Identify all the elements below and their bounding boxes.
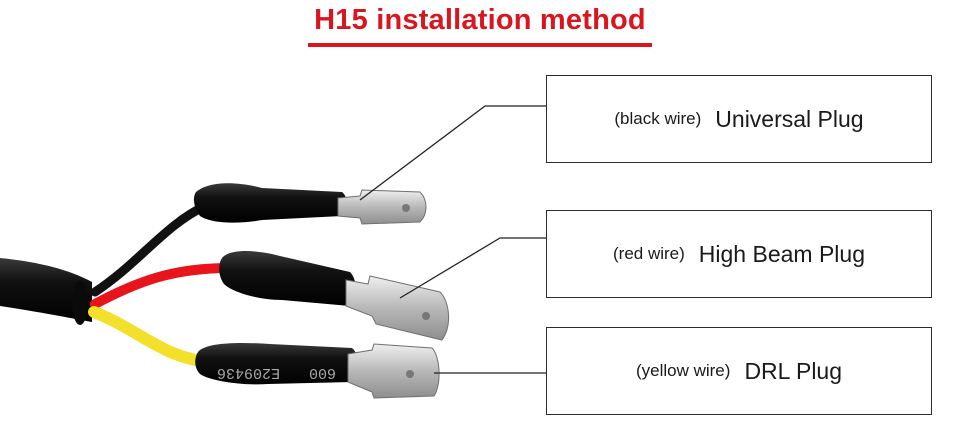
terminal-high-beam <box>345 275 449 341</box>
heat-shrink-sleeve-red <box>219 251 356 306</box>
sleeve-print-2: 600 <box>309 364 336 381</box>
yellow-wire <box>88 306 218 368</box>
leader-line-high-beam <box>399 237 546 299</box>
heat-shrink-sleeve-yellow <box>195 342 358 385</box>
red-wire <box>90 263 235 309</box>
universal-plug-box: (black wire) Universal Plug <box>546 75 932 163</box>
black-wire <box>90 201 210 297</box>
terminal-drl <box>347 343 440 399</box>
page-title: H15 installation method <box>314 4 646 36</box>
leader-line-universal <box>359 105 546 201</box>
sleeve-print: E209436 <box>217 364 280 381</box>
red-wire-label: (red wire) <box>613 244 685 263</box>
yellow-wire-label: (yellow wire) <box>635 361 731 380</box>
heat-shrink-sleeve-black <box>193 183 347 223</box>
high-beam-plug-box: (red wire) High Beam Plug <box>546 210 932 298</box>
terminal-universal <box>337 189 427 225</box>
universal-plug-label: Universal Plug <box>715 105 864 132</box>
title-underline <box>308 43 652 47</box>
high-beam-plug-label: High Beam Plug <box>698 240 865 267</box>
main-cable <box>0 258 92 322</box>
black-wire-label: (black wire) <box>614 109 702 128</box>
drl-plug-box: (yellow wire) DRL Plug <box>546 327 932 415</box>
drl-plug-label: DRL Plug <box>744 357 843 384</box>
